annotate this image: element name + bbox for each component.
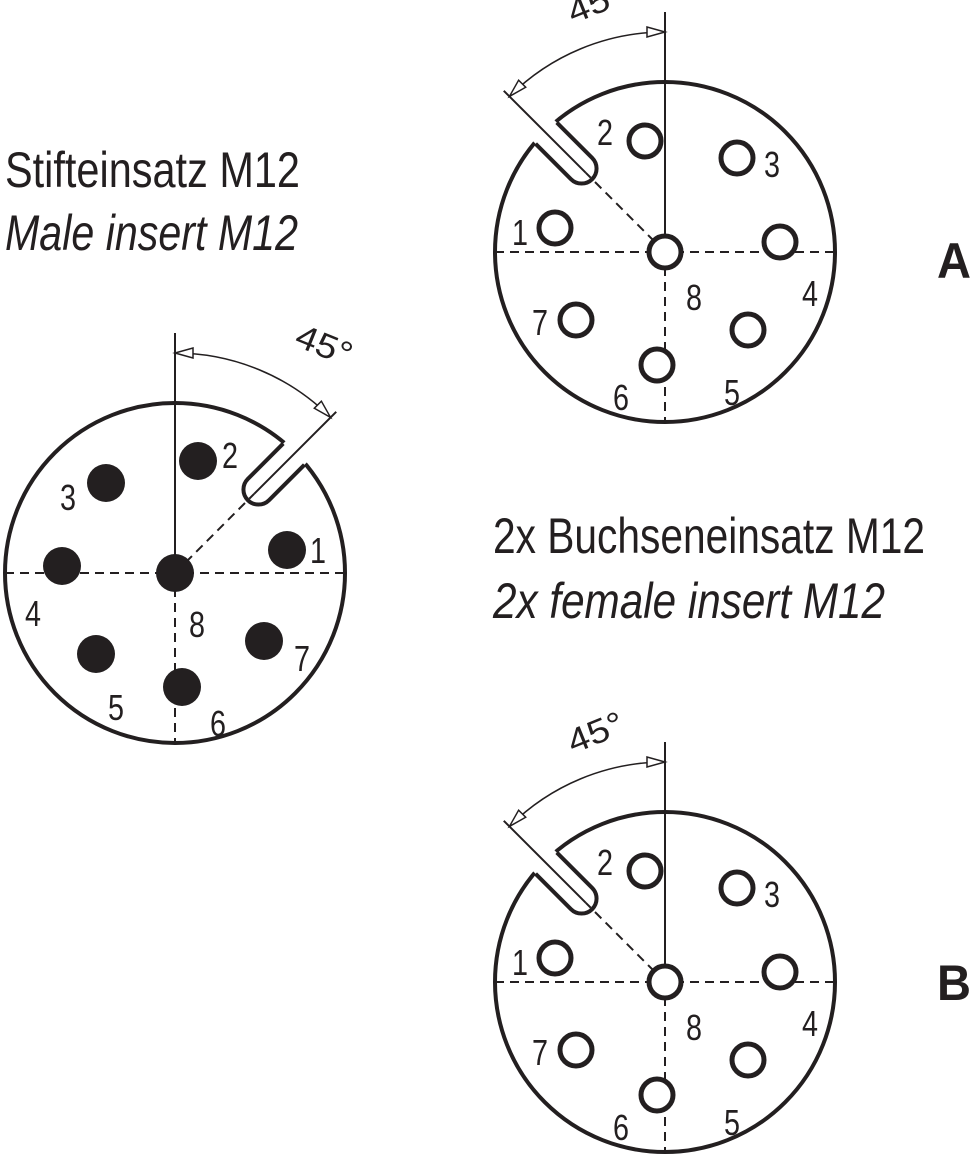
female-insert-a: 45° 1 2 3 4 5 6 7 8 <box>493 0 837 424</box>
pin-label-1: 1 <box>512 942 528 983</box>
coding-key-slot <box>503 90 666 253</box>
arrowhead-icon <box>507 808 527 829</box>
pin-8 <box>156 554 194 592</box>
pin-4 <box>761 953 799 991</box>
pin-label-4: 4 <box>802 273 818 314</box>
pin-7 <box>557 1031 595 1069</box>
angle-label: 45° <box>562 0 630 31</box>
pin-2 <box>626 122 664 160</box>
female-title-de: 2x Buchseneinsatz M12 <box>493 508 925 564</box>
pin-7 <box>245 622 283 660</box>
angle-arc <box>508 761 666 827</box>
pin-label-2: 2 <box>597 112 613 153</box>
pin-label-2: 2 <box>597 842 613 883</box>
female-insert-b: 45° 1 2 3 4 5 6 7 8 <box>493 704 837 1154</box>
pin-label-3: 3 <box>764 874 780 915</box>
key-axis-line <box>585 172 666 253</box>
pin-1 <box>536 939 574 977</box>
pin-6 <box>163 668 201 706</box>
arrowhead-icon <box>172 347 194 359</box>
pin-label-5: 5 <box>724 372 740 413</box>
pin-label-7: 7 <box>532 302 548 343</box>
pin-label-3: 3 <box>60 477 76 518</box>
pin-label-8: 8 <box>189 604 205 645</box>
pin-label-5: 5 <box>724 1102 740 1143</box>
pin-label-4: 4 <box>802 1003 818 1044</box>
pin-2 <box>179 442 217 480</box>
pin-label-8: 8 <box>686 1007 702 1048</box>
pin-8 <box>646 963 684 1001</box>
pin-label-6: 6 <box>210 703 226 744</box>
pin-2 <box>626 852 664 890</box>
pin-8 <box>646 233 684 271</box>
male-title-de: Stifteinsatz M12 <box>5 142 300 198</box>
male-insert: 45° 1 2 3 4 5 6 7 8 <box>3 317 358 745</box>
pin-3 <box>718 869 756 907</box>
pin-label-3: 3 <box>764 144 780 185</box>
angle-label: 45° <box>562 704 630 761</box>
pin-5 <box>729 311 767 349</box>
pin-label-2: 2 <box>222 435 238 476</box>
angle-arc <box>508 31 666 97</box>
insert-letter-a: A <box>937 233 971 289</box>
angle-label: 45° <box>290 317 358 374</box>
pin-label-6: 6 <box>613 377 629 418</box>
pin-label-1: 1 <box>310 530 326 571</box>
arrowhead-icon <box>646 756 668 768</box>
pin-label-4: 4 <box>25 593 41 634</box>
pin-label-6: 6 <box>613 1107 629 1148</box>
pin-label-7: 7 <box>532 1032 548 1073</box>
female-title-en: 2x female insert M12 <box>492 573 885 629</box>
pin-4 <box>761 223 799 261</box>
pin-3 <box>718 139 756 177</box>
insert-letter-b: B <box>937 955 971 1011</box>
pin-1 <box>268 531 306 569</box>
pin-5 <box>729 1041 767 1079</box>
dimension-line <box>503 820 587 904</box>
arrowhead-icon <box>646 26 668 38</box>
arrowhead-icon <box>507 78 527 99</box>
dimension-line <box>253 411 337 495</box>
pin-label-7: 7 <box>294 638 310 679</box>
angle-arc <box>174 352 332 418</box>
pin-4 <box>43 547 81 585</box>
pin-label-5: 5 <box>108 687 124 728</box>
pin-1 <box>536 209 574 247</box>
pin-label-8: 8 <box>686 277 702 318</box>
pin-6 <box>638 346 676 384</box>
pin-label-1: 1 <box>512 212 528 253</box>
key-axis-line <box>585 902 666 983</box>
pin-7 <box>557 301 595 339</box>
arrowhead-icon <box>313 399 333 420</box>
pin-3 <box>87 464 125 502</box>
dimension-line <box>503 90 587 174</box>
pin-6 <box>638 1076 676 1114</box>
male-title-en: Male insert M12 <box>5 205 298 261</box>
coding-key-slot <box>503 820 666 983</box>
pin-5 <box>77 635 115 673</box>
